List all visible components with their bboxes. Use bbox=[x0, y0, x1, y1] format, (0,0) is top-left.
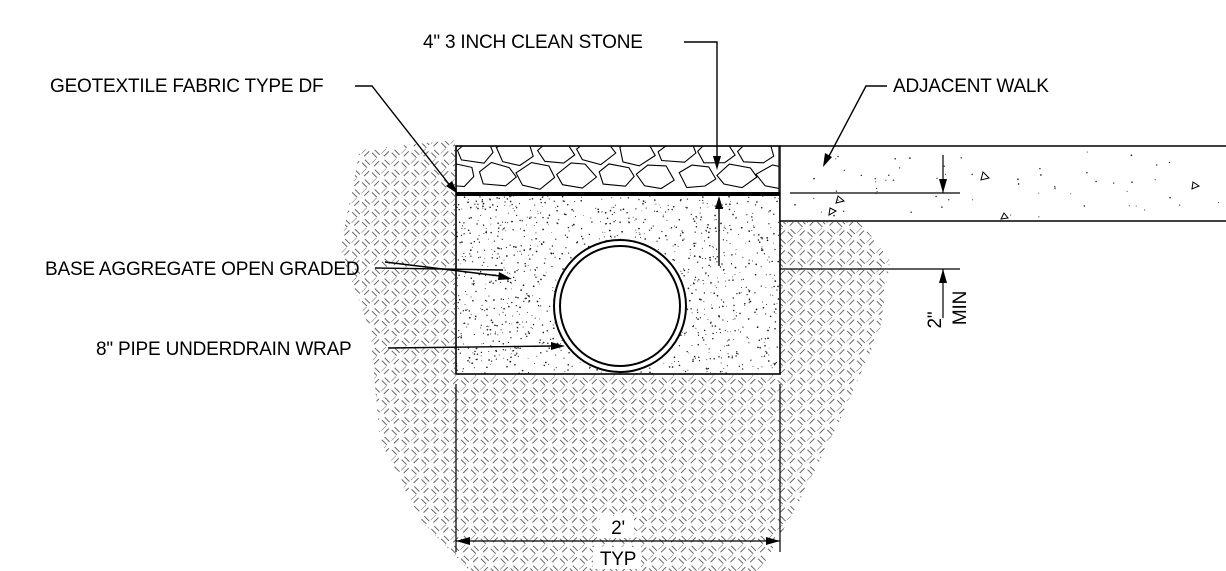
leader-base-aggregate: BASE AGGREGATE OPEN GRADED bbox=[45, 259, 512, 280]
width-dimension: 2' TYP bbox=[455, 384, 781, 570]
label-adjacent-walk: ADJACENT WALK bbox=[893, 76, 1049, 97]
underdrain-pipe bbox=[553, 239, 687, 373]
label-pipe: 8" PIPE UNDERDRAIN WRAP bbox=[96, 339, 352, 360]
width-dim-value: 2' bbox=[611, 518, 625, 539]
label-clean-stone: 4" 3 INCH CLEAN STONE bbox=[423, 32, 643, 53]
trench-outline bbox=[455, 145, 781, 375]
label-base-aggregate: BASE AGGREGATE OPEN GRADED bbox=[45, 259, 359, 280]
adjacent-walk-slab bbox=[779, 145, 1226, 222]
clean-stone-layer bbox=[456, 146, 779, 193]
width-dim-note: TYP bbox=[600, 549, 636, 570]
leader-adjacent-walk: ADJACENT WALK bbox=[823, 76, 1049, 167]
label-geotextile: GEOTEXTILE FABRIC TYPE DF bbox=[50, 76, 323, 97]
leader-geotextile: GEOTEXTILE FABRIC TYPE DF bbox=[50, 76, 458, 194]
leader-clean-stone: 4" 3 INCH CLEAN STONE bbox=[420, 30, 721, 170]
depth-dim-note: MIN bbox=[950, 291, 971, 325]
depth-dimension: 2" MIN bbox=[780, 155, 971, 328]
depth-dim-value: 2" bbox=[925, 312, 946, 329]
leader-pipe: 8" PIPE UNDERDRAIN WRAP bbox=[96, 339, 565, 360]
